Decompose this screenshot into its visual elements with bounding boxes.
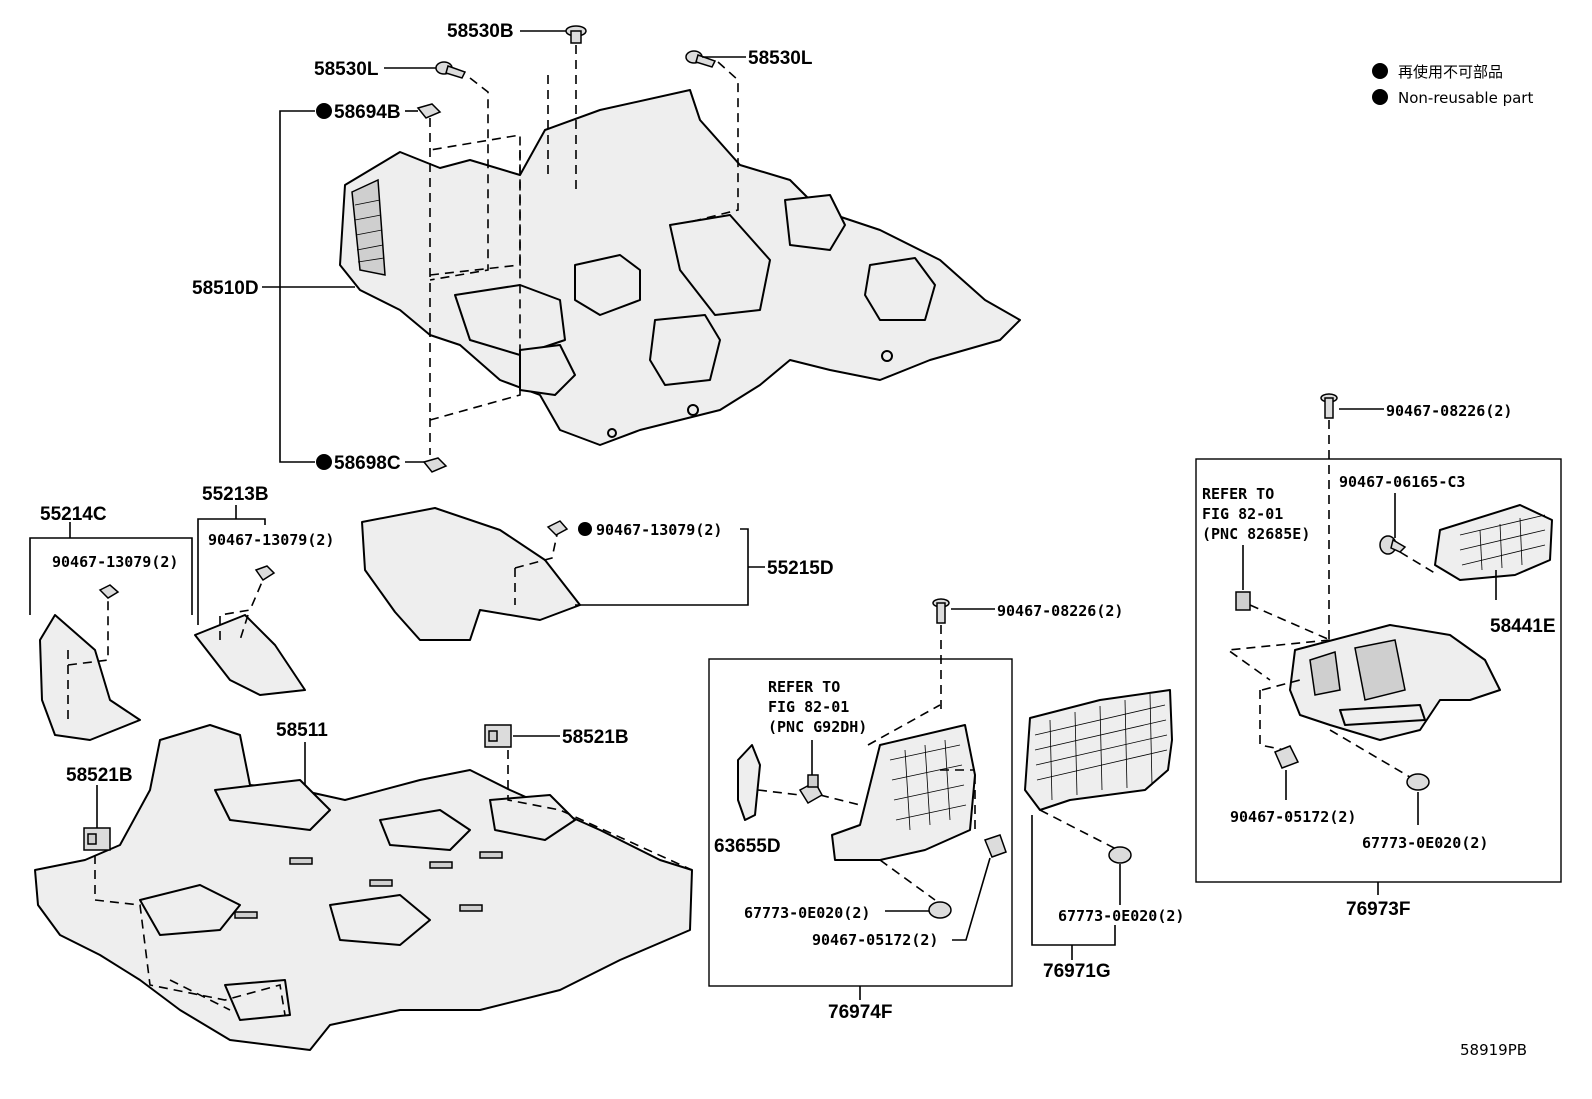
lower-dashed-mid	[169, 979, 231, 1011]
refer-left-line1: REFER TO	[768, 678, 840, 696]
part-label-58441E: 58441E	[1490, 616, 1556, 637]
dashed-panel-right	[1259, 679, 1416, 781]
bracket-76971G	[1031, 815, 1116, 946]
pad-55213B-dashed	[219, 581, 263, 641]
silencer-pad-55214C[interactable]	[39, 614, 141, 741]
part-label-55214C: 55214C	[40, 504, 107, 525]
quarter-trim-panel-76971G[interactable]	[1024, 689, 1173, 811]
refer-part-82685E[interactable]	[1235, 591, 1251, 611]
legend-line-jp: 再使用不可部品	[1398, 63, 1503, 81]
lower-dashed-left	[94, 855, 286, 1016]
refer-left-line3: (PNC G92DH)	[768, 718, 867, 736]
pad-55215D-dashed	[514, 529, 559, 605]
silencer-pad-55213B[interactable]	[194, 614, 306, 696]
dashed-76971G	[1039, 769, 1169, 851]
duct-58441E[interactable]	[1434, 504, 1553, 581]
non-reusable-bullet-icon	[1372, 63, 1388, 79]
leader-90467-05172-a	[952, 857, 991, 941]
rear-floor-carpet-58511[interactable]	[34, 724, 693, 1051]
part-label-90467-06165-C3: 90467-06165-C3	[1339, 473, 1465, 491]
lower-dashed-right	[507, 750, 693, 871]
bracket-55215D	[575, 528, 749, 606]
front-floor-carpet-58510D[interactable]	[339, 89, 1021, 446]
part-label-67773-0E020-b: 67773-0E020(2)	[1058, 907, 1184, 925]
pad-63655D[interactable]	[737, 744, 761, 821]
part-label-58530L-right: 58530L	[748, 48, 813, 69]
clip-90467-08226-b[interactable]	[1320, 393, 1338, 419]
part-label-58521B-left: 58521B	[66, 765, 133, 786]
clip-58530B[interactable]	[565, 25, 587, 44]
part-label-63655D: 63655D	[714, 836, 781, 857]
part-label-90467-08226-b: 90467-08226(2)	[1386, 402, 1512, 420]
dashed-06165	[1399, 551, 1439, 576]
upper-leaders	[262, 30, 746, 463]
part-label-67773-0E020-a: 67773-0E020(2)	[744, 904, 870, 922]
part-label-58530L-left: 58530L	[314, 59, 379, 80]
quarter-trim-panel-right[interactable]	[1289, 624, 1501, 741]
part-label-90467-05172-b: 90467-05172(2)	[1230, 808, 1356, 826]
part-label-55215D: 55215D	[767, 558, 834, 579]
bracket-55213B	[197, 518, 266, 625]
clip-90467-13079-b[interactable]	[254, 565, 276, 582]
part-label-58521B-right: 58521B	[562, 727, 629, 748]
part-label-90467-05172-a: 90467-05172(2)	[812, 931, 938, 949]
clip-67773-0E020-b[interactable]	[1108, 846, 1132, 864]
part-label-58698C: 58698C	[334, 453, 401, 474]
bracket-55214C	[29, 537, 193, 615]
legend: 再使用不可部品 Non-reusable part	[1372, 63, 1533, 107]
refer-part-G92DH[interactable]	[798, 774, 824, 805]
silencer-pad-55215D[interactable]	[361, 507, 581, 641]
panel-left-dashed	[867, 704, 976, 901]
clip-90467-08226-a[interactable]	[932, 598, 950, 624]
clip-90467-05172-a[interactable]	[984, 834, 1007, 858]
clip-67773-0E020-c[interactable]	[1406, 773, 1430, 791]
part-label-58530B: 58530B	[447, 21, 514, 42]
nut-58694B[interactable]	[416, 103, 442, 119]
part-label-76973F: 76973F	[1346, 899, 1410, 920]
dashed-63655D	[757, 789, 861, 806]
non-reusable-bullet-icon	[578, 522, 592, 536]
screw-58530L-left[interactable]	[435, 61, 467, 79]
upper-dashed-leaders	[429, 45, 739, 455]
legend-line-en: Non-reusable part	[1398, 89, 1533, 107]
part-label-76974F: 76974F	[828, 1002, 892, 1023]
part-label-58694B: 58694B	[334, 102, 401, 123]
nut-58698C[interactable]	[422, 457, 448, 473]
pad-55214C-dashed	[67, 600, 109, 725]
clip-90467-13079-a[interactable]	[98, 584, 120, 599]
refer-right-line3: (PNC 82685E)	[1202, 525, 1310, 543]
part-label-90467-13079-a: 90467-13079(2)	[52, 553, 178, 571]
part-label-67773-0E020-c: 67773-0E020(2)	[1362, 834, 1488, 852]
clip-90467-13079-c[interactable]	[546, 520, 569, 536]
part-label-76971G: 76971G	[1043, 961, 1111, 982]
refer-left-line2: FIG 82-01	[768, 698, 849, 716]
clip-67773-0E020-a[interactable]	[928, 901, 952, 919]
screw-90467-06165-C3[interactable]	[1379, 535, 1407, 555]
quarter-trim-panel-left[interactable]	[831, 724, 976, 861]
part-label-58510D: 58510D	[192, 278, 259, 299]
non-reusable-bullet-icon	[316, 454, 332, 470]
clip-90467-05172-b[interactable]	[1274, 745, 1300, 769]
part-label-90467-13079-c: 90467-13079(2)	[596, 521, 722, 539]
part-label-90467-08226-a: 90467-08226(2)	[997, 602, 1123, 620]
clip-58521B-right[interactable]	[484, 724, 512, 748]
refer-right-line2: FIG 82-01	[1202, 505, 1283, 523]
diagram-code: 58919PB	[1460, 1041, 1527, 1059]
screw-58530L-right[interactable]	[685, 50, 717, 68]
non-reusable-bullet-icon	[316, 103, 332, 119]
part-label-58511: 58511	[276, 720, 328, 741]
part-label-55213B: 55213B	[202, 484, 269, 505]
non-reusable-bullet-icon	[1372, 89, 1388, 105]
part-label-90467-13079-b: 90467-13079(2)	[208, 531, 334, 549]
clip-58521B-left[interactable]	[83, 827, 111, 851]
dashed-82685E	[1225, 604, 1331, 681]
refer-right-line1: REFER TO	[1202, 485, 1274, 503]
